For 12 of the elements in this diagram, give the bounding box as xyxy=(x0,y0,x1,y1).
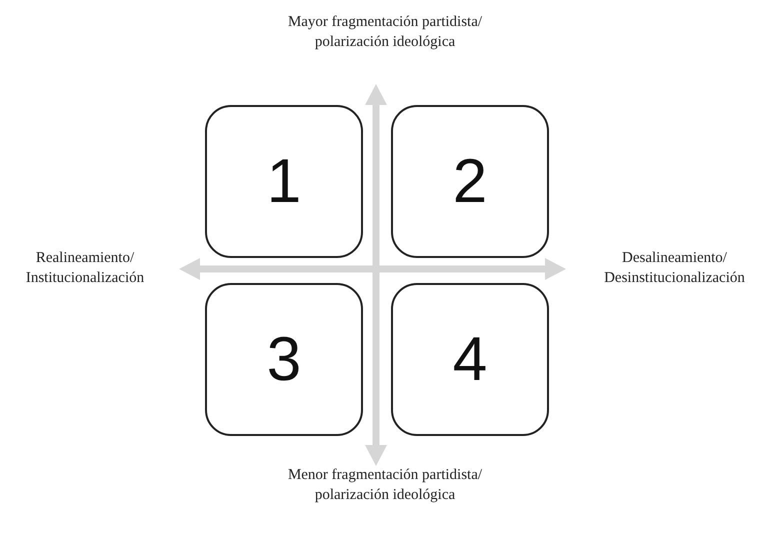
quadrant-number: 4 xyxy=(452,328,488,390)
quadrant-number: 2 xyxy=(452,150,488,212)
quadrant-box xyxy=(391,105,549,258)
axis-label: Realineamiento/ Institucionalización xyxy=(24,249,146,288)
quadrant-box xyxy=(205,105,363,258)
quadrant-number: 1 xyxy=(266,150,302,212)
quadrant-box xyxy=(391,283,549,436)
quadrant-box xyxy=(205,283,363,436)
axis-label: Mayor fragmentación partidista/ polarización ideológica xyxy=(286,13,484,52)
axis-label: Menor fragmentación partidista/ polarización ideológica xyxy=(286,466,484,505)
quadrant-number: 3 xyxy=(266,328,302,390)
axis-label: Desalineamiento/ Desinstitucionalización xyxy=(603,249,746,288)
